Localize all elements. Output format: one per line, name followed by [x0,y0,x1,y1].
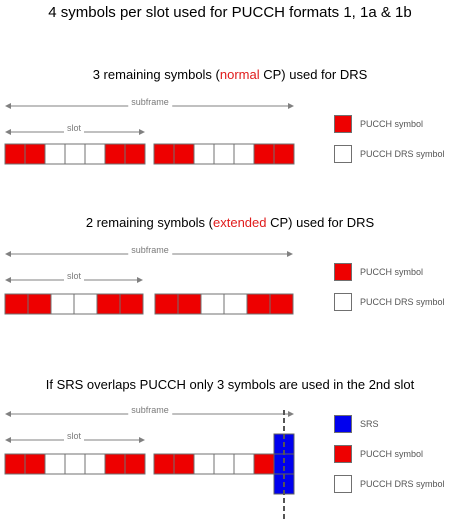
pucch-drs-symbol [64,453,86,475]
section-normal-cp-diagram [4,103,295,165]
subframe-label: subframe [128,245,172,256]
legend-swatch-pucch [334,445,352,463]
pucch-symbol [4,143,26,165]
pucch-drs-symbol [223,293,248,315]
subframe-label: subframe [128,405,172,416]
slot-label: slot [63,271,85,282]
heading-highlight: extended [213,215,267,230]
arrow-head-left [5,437,11,443]
heading-text: 2 remaining symbols ( [85,215,213,230]
legend-label: PUCCH DRS symbol [360,297,445,307]
arrow-head-right [288,103,294,109]
pucch-drs-symbol [84,453,106,475]
heading-text: If SRS overlaps PUCCH only 3 symbols are… [45,377,415,392]
pucch-symbol [27,293,52,315]
pucch-symbol [177,293,202,315]
arrow-head-right [137,277,143,283]
legend-label: PUCCH symbol [360,267,424,277]
legend-swatch-srs [334,415,352,433]
pucch-symbol [246,293,271,315]
heading-text: CP) used for DRS [259,67,368,82]
pucch-symbol [269,293,294,315]
legend-swatch-drs [334,293,352,311]
heading-text: 3 remaining symbols ( [92,67,220,82]
legend-label: PUCCH DRS symbol [360,149,445,159]
section-srs-diagram [4,410,295,520]
arrow-head-left [5,251,11,257]
pucch-symbol [253,143,275,165]
legend-label: PUCCH DRS symbol [360,479,445,489]
pucch-symbol [24,453,46,475]
pucch-drs-symbol [233,143,255,165]
pucch-symbol [124,453,146,475]
pucch-symbol [104,453,126,475]
pucch-symbol [154,293,179,315]
arrow-head-right [287,251,293,257]
pucch-drs-symbol [193,143,215,165]
pucch-symbol [4,293,29,315]
pucch-symbol [153,453,175,475]
pucch-symbol [119,293,144,315]
arrow-head-right [139,129,145,135]
arrow-head-left [5,277,11,283]
arrow-head-right [288,411,294,417]
pucch-drs-symbol [213,453,235,475]
legend-label: SRS [360,419,379,429]
pucch-drs-symbol [193,453,215,475]
heading-highlight: normal [219,67,260,82]
legend-swatch-drs [334,475,352,493]
slot-label: slot [63,123,85,134]
subframe-label: subframe [128,97,172,108]
pucch-symbol [124,143,146,165]
legend-label: PUCCH symbol [360,119,424,129]
section-srs-heading: If SRS overlaps PUCCH only 3 symbols are… [0,377,460,392]
pucch-drs-symbol [73,293,98,315]
pucch-drs-symbol [64,143,86,165]
slot-label: slot [63,431,85,442]
pucch-symbol [153,143,175,165]
page-title: 4 symbols per slot used for PUCCH format… [48,4,412,21]
legend-label: PUCCH symbol [360,449,424,459]
pucch-symbol [104,143,126,165]
pucch-symbol [24,143,46,165]
pucch-drs-symbol [213,143,235,165]
pucch-drs-symbol [44,453,66,475]
pucch-drs-symbol [233,453,255,475]
pucch-symbol [253,453,275,475]
pucch-symbol [173,143,195,165]
section-extended-cp-heading: 2 remaining symbols (extended CP) used f… [0,215,460,230]
arrow-head-left [5,103,11,109]
pucch-symbol [273,143,295,165]
pucch-drs-symbol [200,293,225,315]
heading-text: CP) used for DRS [266,215,375,230]
pucch-drs-symbol [84,143,106,165]
section-extended-cp-diagram [4,251,294,315]
pucch-drs-symbol [50,293,75,315]
section-normal-cp-heading: 3 remaining symbols (normal CP) used for… [0,67,460,82]
legend-swatch-pucch [334,115,352,133]
arrow-head-left [5,129,11,135]
pucch-symbol [173,453,195,475]
arrow-head-left [5,411,11,417]
pucch-symbol [96,293,121,315]
arrow-head-right [139,437,145,443]
pucch-symbol [4,453,26,475]
legend-swatch-pucch [334,263,352,281]
legend-swatch-drs [334,145,352,163]
pucch-drs-symbol [44,143,66,165]
